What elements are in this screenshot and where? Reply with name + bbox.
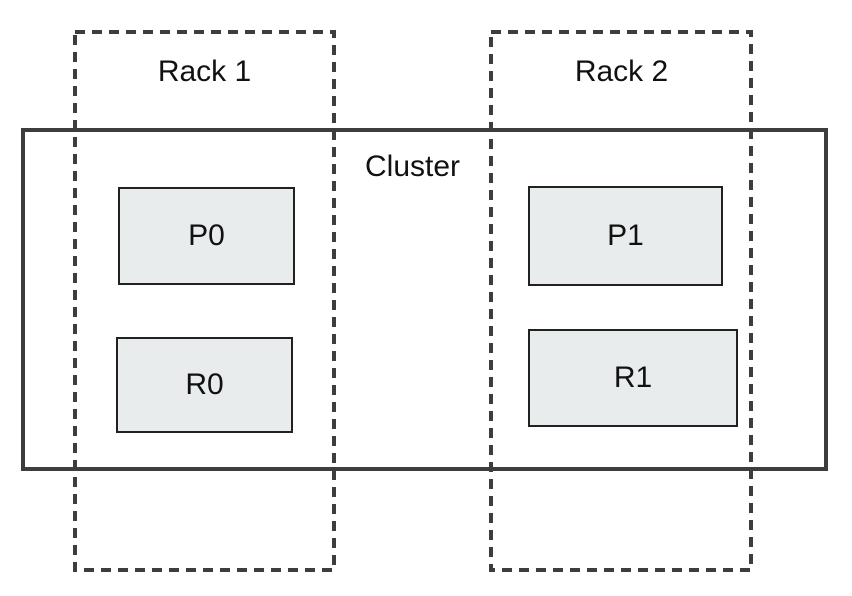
node-r1-label: R1 [613,361,653,394]
node-p0: P0 [118,187,295,285]
node-p0-label: P0 [188,219,225,252]
cluster-label: Cluster [364,150,461,183]
node-p1: P1 [528,186,723,286]
node-p1-label: P1 [607,219,644,252]
rack2-dashed-boundary [489,30,753,572]
node-r1: R1 [528,329,738,427]
rack1-dashed-boundary [73,30,336,572]
rack2-label: Rack 2 [574,55,669,88]
cluster-boundary [21,128,828,471]
rack1-label: Rack 1 [157,55,252,88]
node-r0: R0 [116,337,293,433]
node-r0-label: R0 [185,368,224,401]
